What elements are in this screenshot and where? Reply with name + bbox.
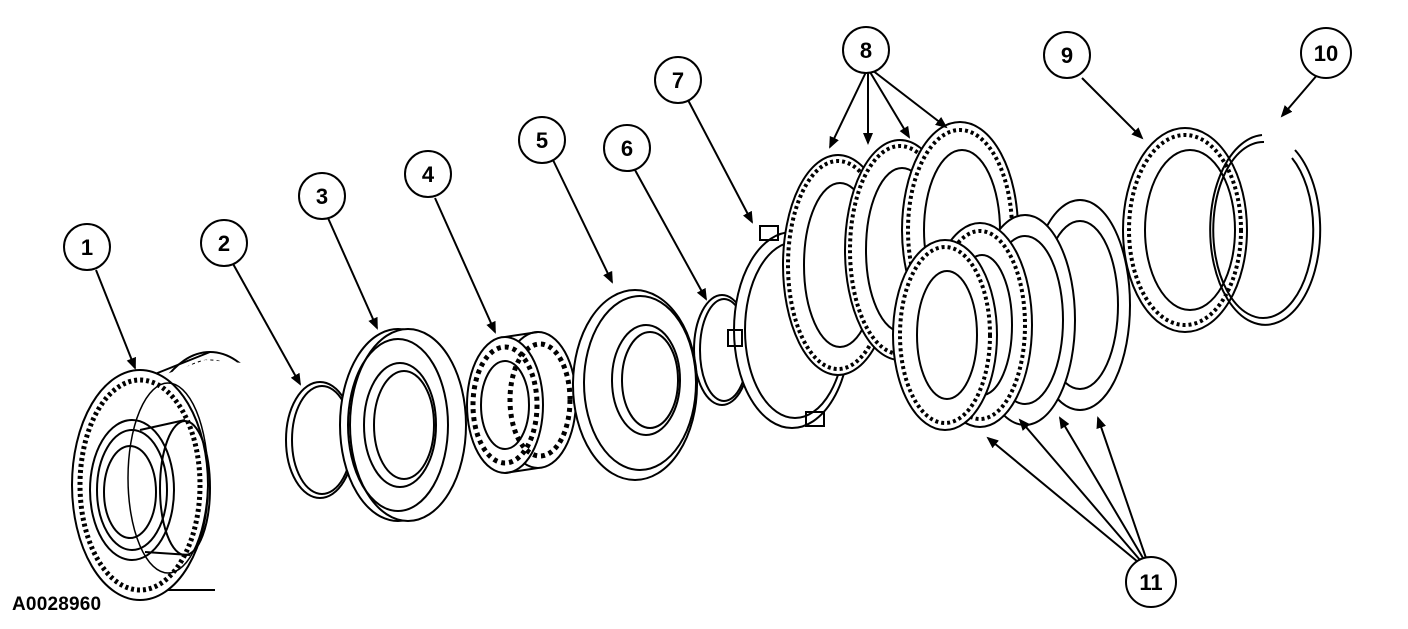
callout-10: 10 [1300,27,1352,79]
callout-4-label: 4 [422,162,435,187]
callout-5-label: 5 [536,128,548,153]
leader-5 [552,159,613,284]
callout-6: 6 [603,124,651,172]
callout-3: 3 [298,172,346,220]
callout-1: 1 [63,223,111,271]
leader-3 [327,217,378,330]
callout-9-label: 9 [1061,43,1073,68]
part-10-snap-ring [1209,134,1322,326]
leader-8d [871,69,948,129]
callouts: 1 2 3 4 5 6 7 8 [63,26,1352,608]
leader-4 [434,197,496,334]
callout-4: 4 [404,150,452,198]
callout-7-label: 7 [672,68,684,93]
callout-1-label: 1 [81,235,93,260]
leader-9 [1081,77,1144,140]
callout-8: 8 [842,26,890,74]
part-9-pressure-plate [1122,127,1248,333]
callout-2-label: 2 [218,231,230,256]
parts-11-friction-clutch-plates [892,199,1131,431]
leader-8c [869,71,911,139]
figure-id: A0028960 [12,594,102,615]
callout-11-label: 11 [1139,570,1162,595]
leader-11d [1096,416,1147,559]
callout-8-label: 8 [860,38,872,63]
part-5-spring-retainer [572,289,698,481]
leader-1 [95,269,136,370]
part-4-return-spring-assembly [466,331,577,474]
callout-9: 9 [1043,31,1091,79]
callout-3-label: 3 [316,184,328,209]
leader-11c [1058,416,1144,559]
callout-11: 11 [1125,556,1177,608]
callout-2: 2 [200,219,248,267]
leader-lines [95,69,1319,563]
leader-8a [829,71,867,149]
leader-11b [1018,418,1141,561]
callout-10-label: 10 [1314,41,1338,66]
leader-7 [687,99,753,224]
part-1-clutch-drum [71,351,285,601]
callout-6-label: 6 [621,136,633,161]
leader-10 [1280,73,1319,118]
callout-7: 7 [654,56,702,104]
part-3-piston [339,328,467,522]
leader-11a [986,436,1139,563]
leader-2 [231,261,301,386]
callout-5: 5 [518,116,566,164]
leader-6 [634,169,707,301]
